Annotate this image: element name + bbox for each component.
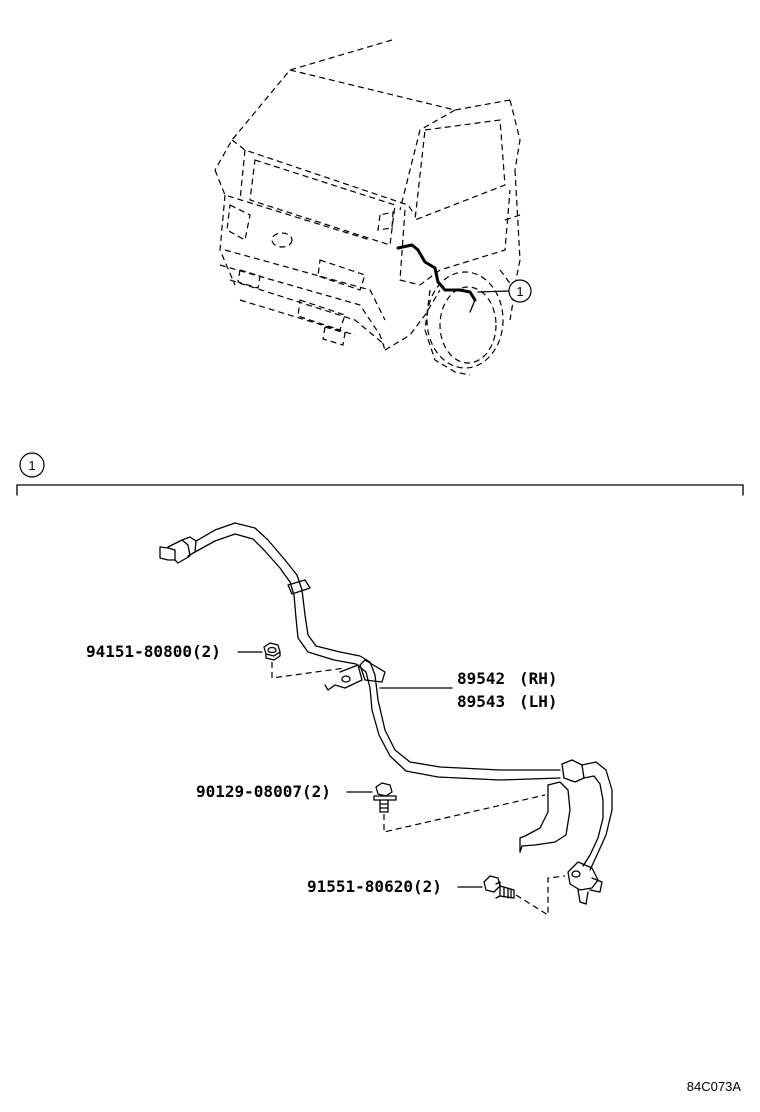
part-qty: (2) (192, 642, 221, 661)
flange-bolt-icon (373, 782, 397, 813)
speed-sensor-assembly (159, 522, 613, 905)
part-label-89542: 89542 (RH) (457, 669, 558, 688)
part-label-90129-08007: 90129-08007 (2) (196, 782, 331, 801)
bolt2-dashed-leader (515, 875, 566, 917)
callout-circle: 1 (508, 279, 532, 303)
part-qty: (LH) (519, 692, 558, 711)
part-label-94151-80800: 94151-80800 (2) (86, 642, 221, 661)
part-number: 89543 (457, 692, 505, 711)
section-number: 1 (28, 458, 35, 473)
truck-illustration (214, 39, 521, 376)
illustration-code: 84C073A (687, 1079, 742, 1094)
part-qty: (2) (413, 877, 442, 896)
part-number: 94151-80800 (86, 642, 192, 661)
nut-dashed-leader (271, 662, 346, 679)
part-label-89543: 89543 (LH) (457, 692, 558, 711)
callout-number: 1 (516, 284, 523, 299)
section-header: 1 (16, 452, 744, 496)
part-label-91551-80620: 91551-80620 (2) (307, 877, 442, 896)
part-qty: (2) (302, 782, 331, 801)
nut-icon (263, 642, 281, 661)
part-qty: (RH) (519, 669, 558, 688)
part-number: 91551-80620 (307, 877, 413, 896)
part-number: 89542 (457, 669, 505, 688)
part-number: 90129-08007 (196, 782, 302, 801)
bolt-dashed-leader (383, 794, 546, 833)
hex-bolt-icon (483, 875, 515, 899)
